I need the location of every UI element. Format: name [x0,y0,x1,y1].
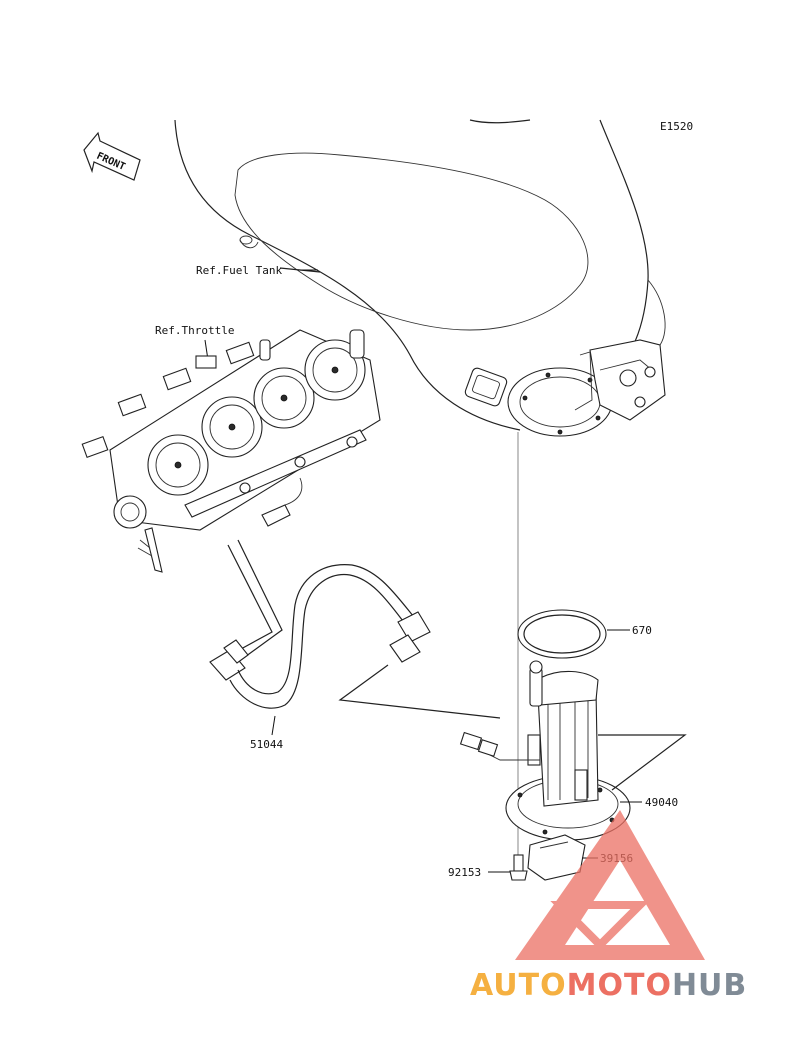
automotohub-watermark [515,810,705,960]
ref-throttle-label: Ref.Throttle [155,324,234,337]
front-arrow-icon: FRONT [83,131,141,181]
fuel-hose [209,539,501,719]
part-label-670: 670 [632,624,652,637]
ref-fuel-tank-label: Ref.Fuel Tank [196,264,282,277]
pump-bolt [509,854,528,881]
watermark-hub: HUB [672,968,747,1003]
watermark-moto: MOTO [567,968,672,1003]
fuel-pump-assembly [459,660,687,841]
watermark-auto: AUTO [470,968,567,1003]
part-label-92153: 92153 [448,866,481,879]
watermark-text: AUTOMOTOHUB [470,968,747,1003]
part-label-49040: 49040 [645,796,678,809]
tank-bracket [574,339,666,421]
o-ring [517,609,607,659]
fuel-tank-outline [174,119,666,437]
part-label-51044: 51044 [250,738,283,751]
throttle-body-assembly [81,329,381,573]
diagram-code: E1520 [660,120,693,133]
